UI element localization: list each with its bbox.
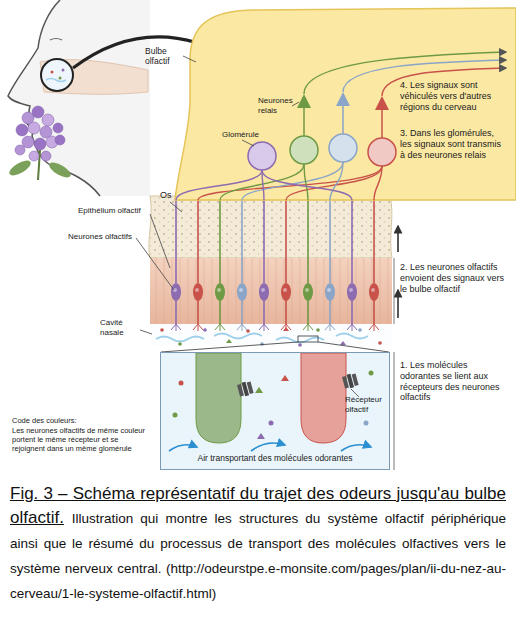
step-note: 2. Les neurones olfactifs envoient des s…	[400, 262, 508, 294]
step-note: 1. Les molécules odorantes se lient aux …	[400, 360, 508, 403]
structure-label: Neurones relais	[258, 96, 300, 115]
signal-arrows	[398, 226, 399, 318]
step-brackets	[394, 258, 395, 470]
structure-label: Epithélium olfactif	[78, 206, 152, 216]
axon-paths	[176, 162, 382, 200]
lilac-flowers	[7, 106, 73, 180]
bone-layer	[149, 196, 392, 258]
olfactory-neurons	[171, 196, 379, 331]
structure-label: Cavité nasale	[100, 318, 140, 337]
note-text: Les neurones olfactifs de même couleur p…	[12, 426, 152, 453]
zoom-bracket	[161, 336, 389, 352]
structure-label: Os	[160, 190, 172, 201]
receptor	[237, 380, 254, 397]
air-flow	[169, 443, 371, 451]
figure-caption: Fig. 3 – Schéma représentatif du trajet …	[10, 482, 506, 606]
leader-lines	[136, 202, 182, 334]
note-heading: Code des couleurs:	[12, 416, 152, 425]
structure-label: Air transportant des molécules odorantes	[173, 453, 377, 463]
closeup-box: Récepteur olfactifAir transportant des m…	[160, 352, 390, 470]
glomeruli	[248, 134, 396, 170]
caption-text: Illustration qui montre les structures d…	[10, 511, 506, 601]
structure-label: Glomérule	[222, 130, 259, 140]
nasal-cavity	[150, 324, 392, 347]
receptor	[342, 372, 359, 389]
head	[8, 0, 150, 196]
leader-lines	[183, 56, 299, 146]
odorant-molecules	[173, 371, 374, 440]
structure-label: Neurones olfactifs	[68, 232, 132, 242]
step-note: 3. Dans les glomérules, les signaux sont…	[400, 128, 508, 160]
structure-label: Récepteur olfactif	[345, 395, 389, 414]
olfactory-bulb: Bulbe olfactifNeurones relaisGlomérule 4.…	[0, 0, 516, 205]
structure-label: Bulbe olfactif	[145, 46, 185, 66]
step-note: 4. Les signaux sont véhiculés vers d'aut…	[400, 80, 508, 112]
